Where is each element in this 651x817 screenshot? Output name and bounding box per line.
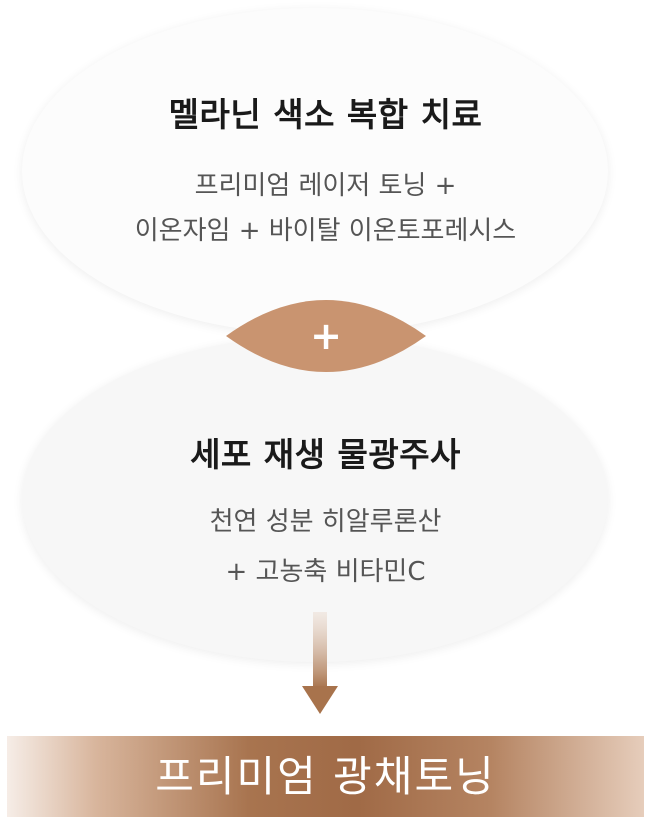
bottom-card-title: 세포 재생 물광주사 bbox=[190, 435, 461, 474]
bottom-treatment-card bbox=[22, 336, 608, 662]
result-banner: 프리미엄 광채토닝 bbox=[7, 736, 644, 817]
arrow-down-icon bbox=[302, 612, 338, 714]
top-card-desc-line1: 프리미엄 레이저 토닝 + bbox=[194, 171, 457, 201]
bottom-card-desc-line1: 천연 성분 히알루론산 bbox=[209, 507, 442, 537]
top-card-desc-line2: 이온자임 + 바이탈 이온토포레시스 bbox=[134, 216, 517, 246]
plus-connector-shape bbox=[226, 300, 426, 372]
plus-icon: + bbox=[310, 314, 342, 358]
result-banner-label: 프리미엄 광채토닝 bbox=[155, 752, 496, 801]
top-treatment-card bbox=[22, 8, 608, 334]
plus-connector: + bbox=[226, 300, 426, 372]
bottom-card-desc-line2: + 고농축 비타민C bbox=[225, 557, 426, 587]
top-card-title: 멜라닌 색소 복합 치료 bbox=[168, 95, 483, 134]
